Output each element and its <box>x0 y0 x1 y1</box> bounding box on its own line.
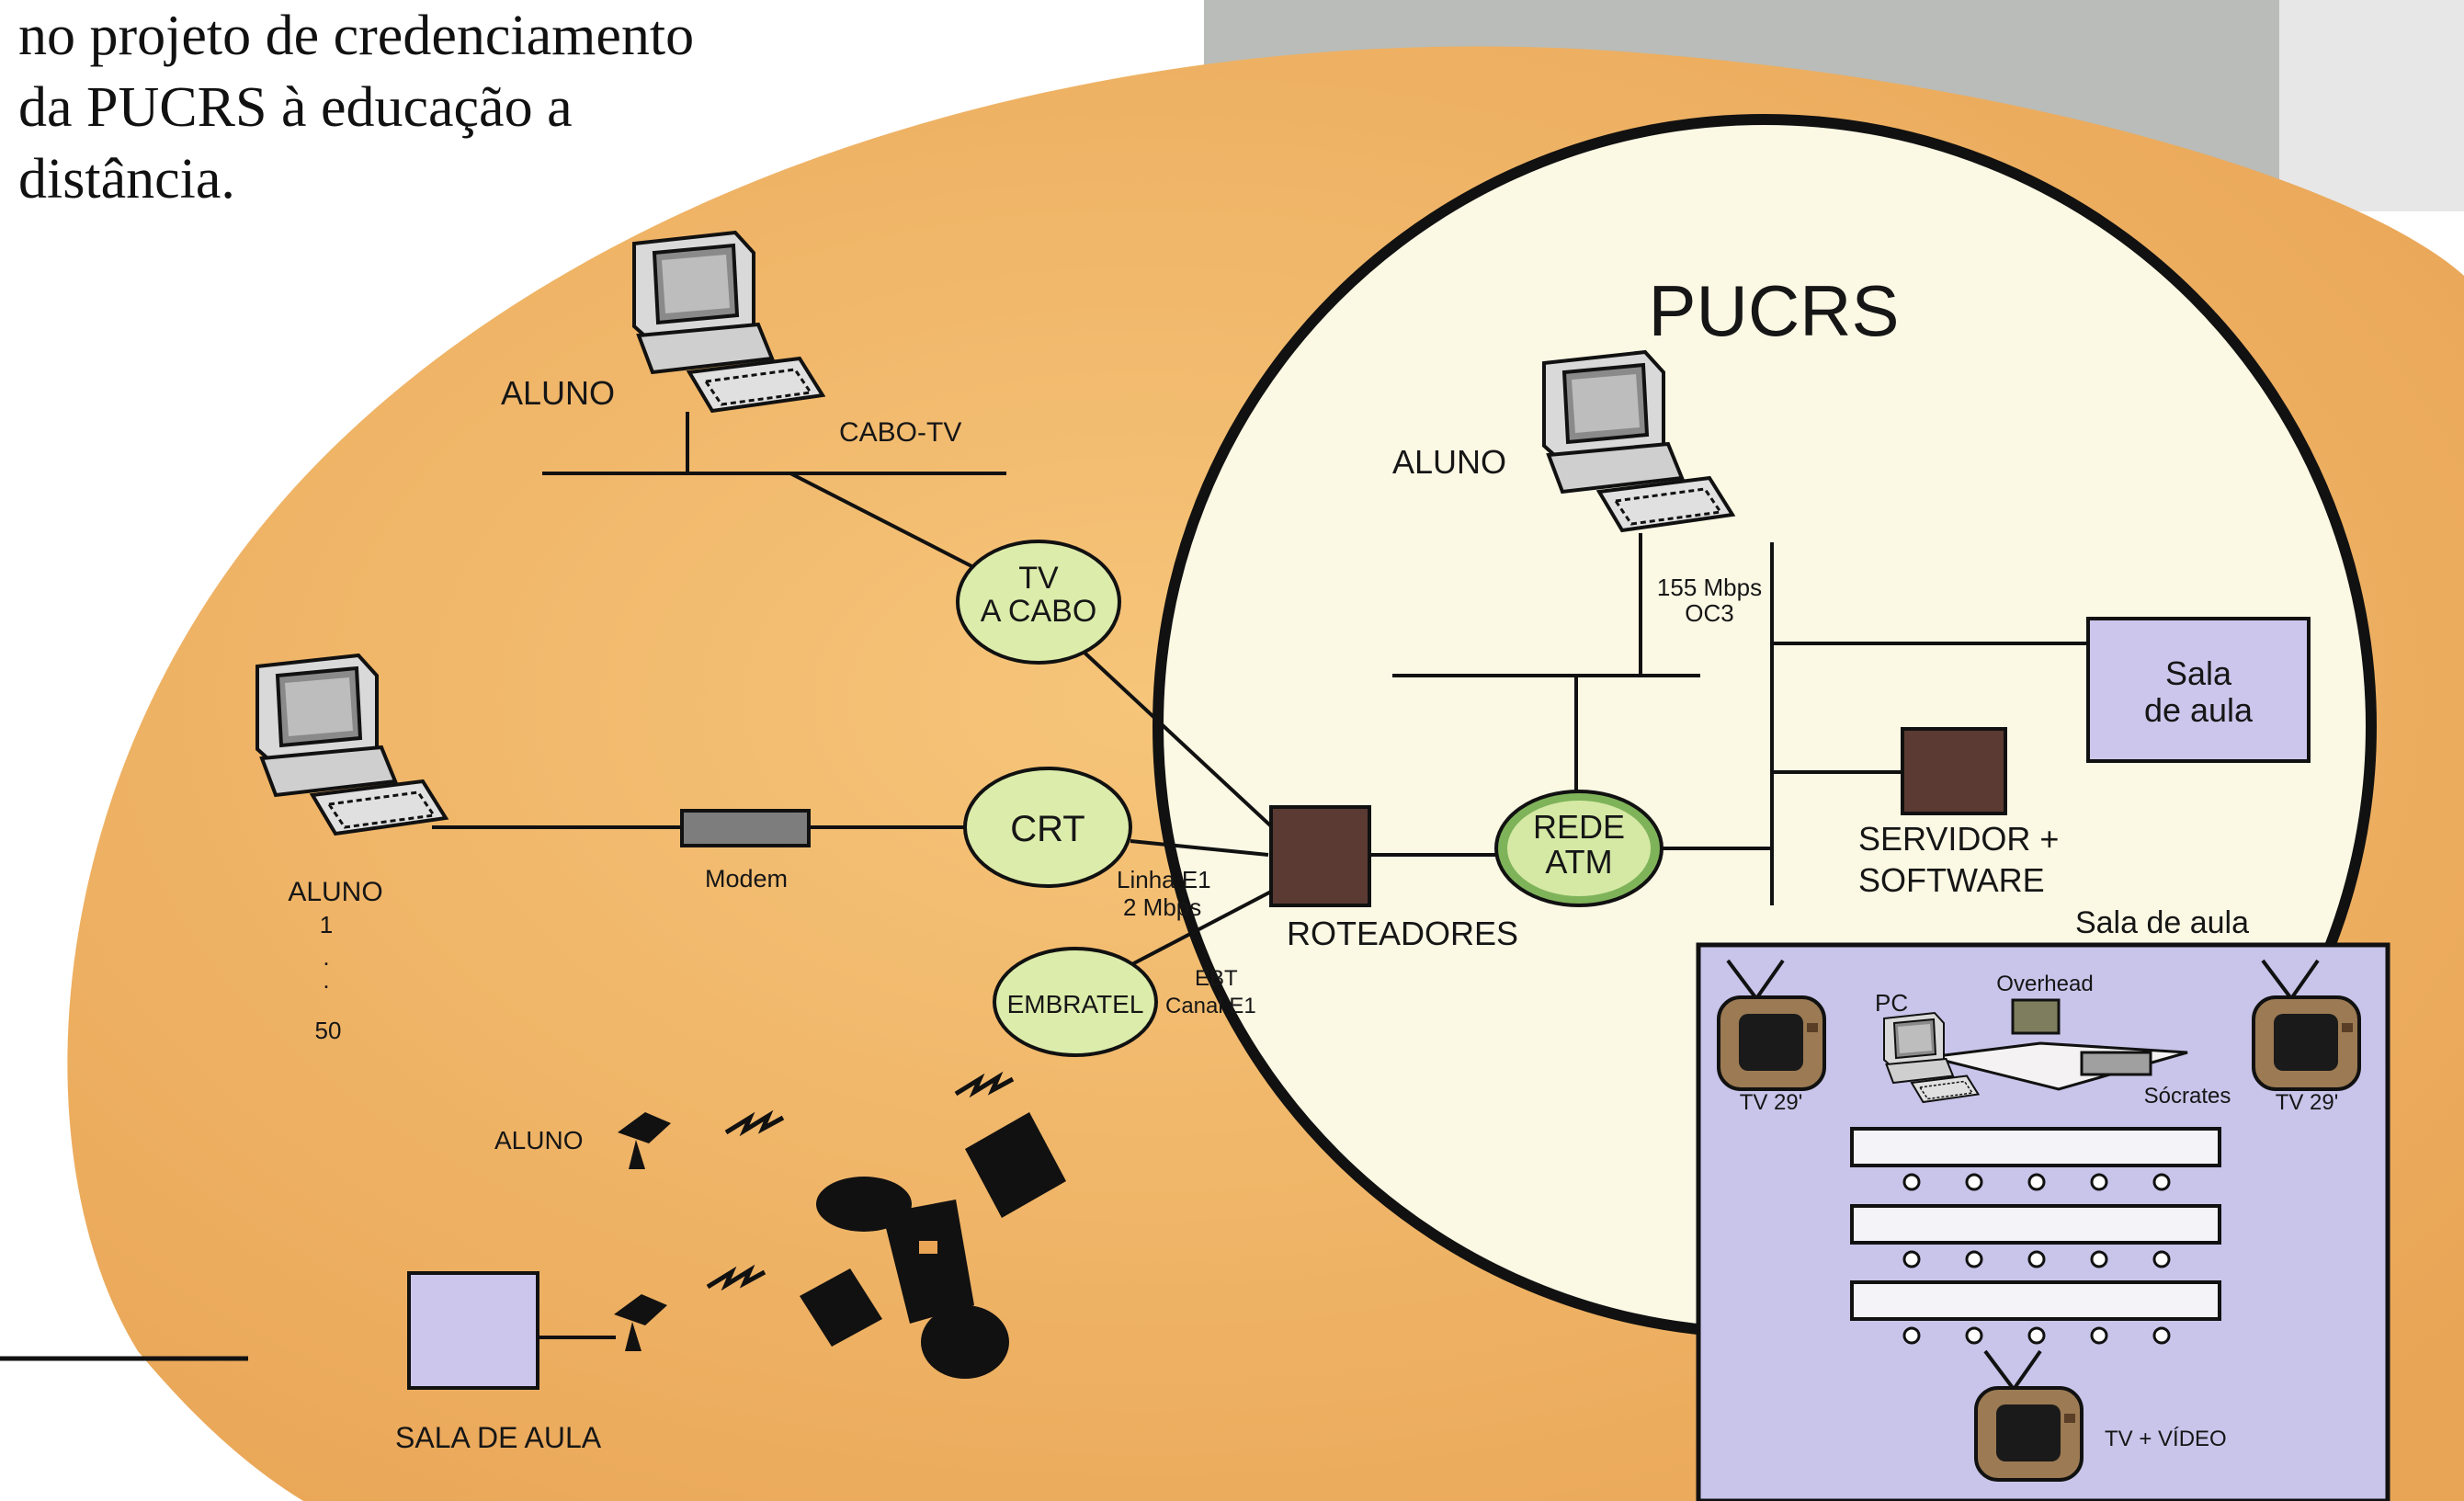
seat <box>2027 1326 2046 1345</box>
overhead-projector-icon <box>2011 998 2061 1035</box>
embratel-node <box>993 947 1158 1057</box>
sala-de-aula-satellite-box <box>407 1271 539 1390</box>
ebt-label: EBT <box>1195 966 1238 991</box>
desk-row <box>1850 1280 2221 1321</box>
rede-atm-label: ATM <box>1545 843 1612 881</box>
aluno-modem-label: 1 <box>320 911 333 938</box>
linha-e1-label: Linha E1 <box>1117 866 1211 893</box>
student-rows <box>1850 1127 2221 1345</box>
link <box>1130 839 1269 857</box>
pc-label: PC <box>1875 989 1908 1017</box>
modem-box <box>680 809 811 847</box>
caption-line: da PUCRS à educação a <box>18 76 573 139</box>
rede-atm-node-highlight <box>1507 801 1651 896</box>
seat <box>1965 1173 1983 1191</box>
seat <box>1965 1250 1983 1268</box>
link <box>1083 651 1284 838</box>
seat <box>2027 1173 2046 1191</box>
classroom-title: Sala de aula <box>2075 905 2249 940</box>
caption-line: distância. <box>18 148 235 210</box>
seat <box>2090 1326 2108 1345</box>
seat <box>1965 1326 1983 1345</box>
seat <box>1902 1250 1921 1268</box>
sala-de-aula-satellite-label: SALA DE AULA <box>395 1421 602 1454</box>
tv-left-label: TV 29' <box>1740 1090 1803 1115</box>
aluno-pucrs-label: ALUNO <box>1392 443 1506 481</box>
sala-de-aula-label: Sala <box>2165 654 2232 692</box>
link <box>1130 890 1272 967</box>
tv-a-cabo-label: A CABO <box>981 594 1097 629</box>
aluno-modem-label: ALUNO <box>288 877 382 907</box>
aluno-modem-label: 50 <box>315 1017 342 1044</box>
seat <box>2152 1173 2171 1191</box>
servidor-label: SOFTWARE <box>1858 861 2045 899</box>
aluno-modem-label: . <box>323 943 329 971</box>
oc3-label: OC3 <box>1685 599 1733 627</box>
tv-right-label: TV 29' <box>2276 1090 2339 1115</box>
background-photo-panel <box>2279 0 2464 211</box>
tv-video-label: TV + VÍDEO <box>2105 1427 2227 1451</box>
embratel-label: EMBRATEL <box>1007 990 1144 1018</box>
seat <box>2027 1250 2046 1268</box>
aluno-modem-label: . <box>323 966 329 994</box>
linha-e1-label: 2 Mbps <box>1123 893 1201 921</box>
seat <box>1902 1326 1921 1345</box>
seat <box>1902 1173 1921 1191</box>
socrates-label: Sócrates <box>2144 1084 2231 1109</box>
servidor-label: SERVIDOR + <box>1858 820 2059 858</box>
tv-a-cabo-label: TV <box>1018 561 1059 596</box>
link <box>789 472 980 572</box>
aluno-satellite-label: ALUNO <box>494 1126 583 1154</box>
seat <box>2090 1173 2108 1191</box>
seat <box>2152 1326 2171 1345</box>
cabo-tv-label: CABO-TV <box>839 417 961 448</box>
ebt-label: Canal E1 <box>1165 994 1256 1018</box>
caption-line: no projeto de credenciamento <box>18 5 695 67</box>
satellite-icon <box>800 1112 1066 1379</box>
seat <box>2152 1250 2171 1268</box>
tv-a-cabo-node <box>956 540 1121 665</box>
seat <box>2090 1250 2108 1268</box>
sala-de-aula-label: de aula <box>2144 691 2254 729</box>
overhead-label: Overhead <box>1996 972 2093 996</box>
roteadores-label: ROTEADORES <box>1287 915 1518 952</box>
roteadores-box <box>1269 805 1371 907</box>
modem-label: Modem <box>705 865 788 893</box>
aluno-cabo-label: ALUNO <box>501 374 615 412</box>
rede-atm-label: REDE <box>1533 808 1625 846</box>
oc3-label: 155 Mbps <box>1657 574 1762 601</box>
crt-node <box>963 767 1132 888</box>
crt-label: CRT <box>1010 809 1084 849</box>
pucrs-title: PUCRS <box>1648 270 1899 351</box>
servidor-box <box>1901 727 2007 815</box>
desk-row <box>1850 1127 2221 1167</box>
desk-row <box>1850 1204 2221 1245</box>
socrates-device-icon <box>2080 1051 2152 1076</box>
intro-caption: no projeto de credenciamento da PUCRS à … <box>18 0 772 215</box>
sala-de-aula-box <box>2086 617 2311 763</box>
